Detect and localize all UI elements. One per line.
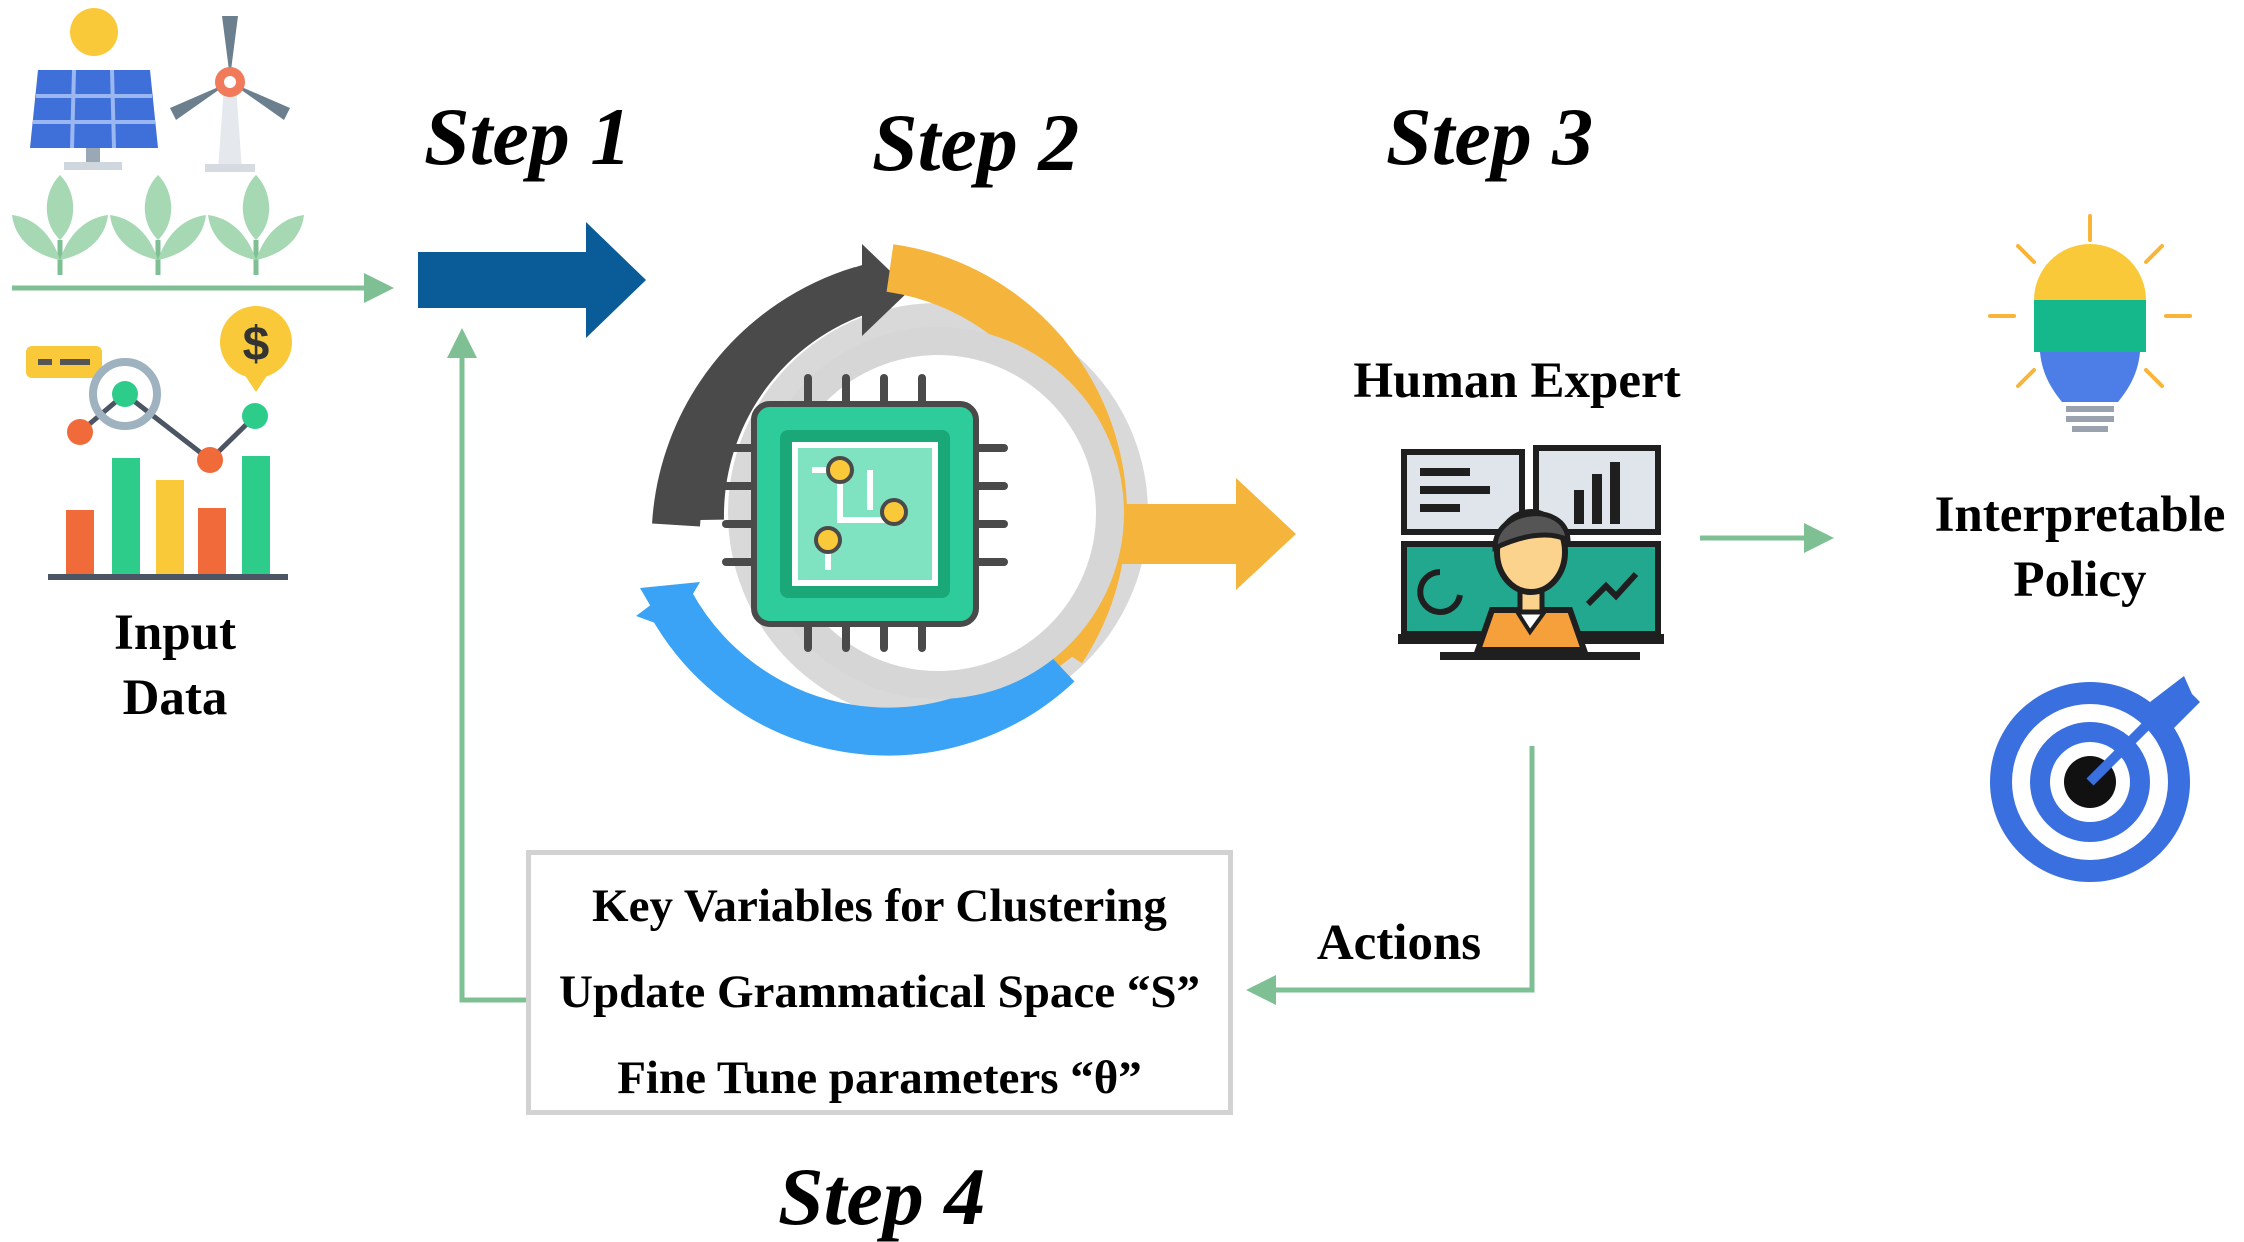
step-2-label: Step 2	[872, 97, 1080, 188]
step1-arrow	[418, 222, 646, 338]
dollar-symbol: $	[243, 318, 270, 371]
step-4-label: Step 4	[778, 1151, 986, 1242]
input-data-label: Input Data	[80, 608, 270, 724]
step-3-label: Step 3	[1386, 91, 1594, 182]
target-icon	[1990, 676, 2200, 882]
solar-panel-icon	[30, 8, 158, 170]
step4-return-arrow	[447, 328, 526, 1003]
plants-icon	[12, 175, 304, 275]
human-expert-icon	[1398, 445, 1664, 660]
cpu-chip-icon	[722, 374, 1008, 652]
human-expert-label: Human Expert	[1353, 353, 1681, 409]
interpretable-policy-line1: Interpretable	[1934, 487, 2226, 543]
input-data-line1: Input	[114, 605, 236, 661]
actions-feedback-arrow	[1246, 746, 1535, 1005]
dollar-pin-icon: $	[220, 306, 292, 392]
actions-label: Actions	[1316, 915, 1482, 971]
lightbulb-icon	[1988, 214, 2192, 432]
input-data-line2: Data	[122, 670, 228, 726]
feedback-box: Key Variables for Clustering Update Gram…	[526, 850, 1233, 1115]
step-1-label: Step 1	[424, 91, 632, 182]
bar-chart-icon	[26, 346, 288, 580]
interpretable-policy-label: Interpretable Policy	[1920, 490, 2240, 606]
interpretable-policy-line2: Policy	[2013, 552, 2147, 608]
wind-turbine-icon	[170, 16, 290, 172]
feedback-item-grammatical-space: Update Grammatical Space “S”	[559, 966, 1200, 1018]
feedback-item-fine-tune: Fine Tune parameters “θ”	[617, 1052, 1142, 1104]
feedback-item-key-variables: Key Variables for Clustering	[592, 880, 1167, 932]
